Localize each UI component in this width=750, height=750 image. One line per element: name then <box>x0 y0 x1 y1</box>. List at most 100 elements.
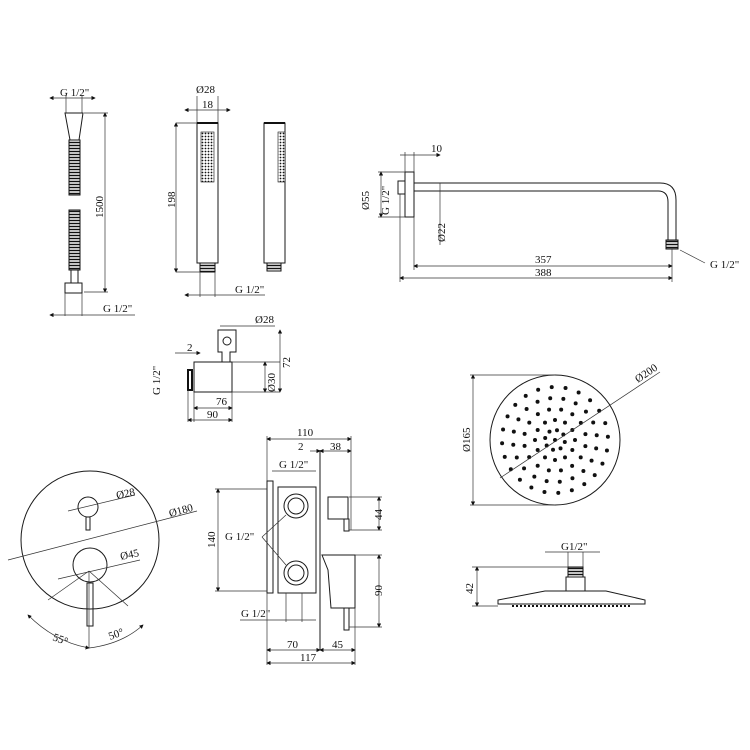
rain-inner-diameter: Ø165 <box>461 427 473 452</box>
nozzle-dot <box>535 412 540 417</box>
nozzle-dot <box>583 409 588 414</box>
nozzle-dot <box>582 482 587 487</box>
hand-shower-thread: G 1/2" <box>235 284 264 296</box>
nozzle-dot <box>562 439 567 444</box>
rain-thread: G1/2" <box>561 541 588 553</box>
nozzle-dot <box>500 441 505 446</box>
valve-handle-depth: 38 <box>330 441 342 453</box>
nozzle-dot <box>573 401 578 406</box>
nozzle-dot <box>501 427 506 432</box>
nozzle-dot <box>543 455 547 460</box>
nozzle-dot <box>533 438 537 442</box>
valve-side-threads: G 1/2" <box>225 531 254 543</box>
nozzle-dot <box>583 432 588 437</box>
nozzle-dot <box>548 396 553 401</box>
outlet-plate-gap: 2 <box>187 342 193 354</box>
nozzle-dot <box>559 407 564 412</box>
nozzle-dot <box>570 412 575 417</box>
nozzle-dot <box>502 454 507 459</box>
nozzle-dot <box>578 455 583 460</box>
nozzle-dot <box>523 393 528 398</box>
valve-overall-depth: 117 <box>300 652 317 664</box>
nozzle-dot <box>588 398 593 403</box>
arm-plate-diameter: Ø55 <box>360 191 372 210</box>
nozzle-dot <box>522 466 527 471</box>
arm-pipe-diameter: Ø22 <box>436 223 448 242</box>
nozzle-dot <box>544 479 549 484</box>
nozzle-dot <box>514 455 519 460</box>
valve-bottom-thread: G 1/2" <box>241 608 270 620</box>
nozzle-dot <box>527 420 532 425</box>
nozzle-dot <box>583 444 588 449</box>
valve-height: 140 <box>206 531 218 548</box>
outlet-thread: G 1/2" <box>151 366 163 395</box>
nozzle-dot <box>570 448 575 452</box>
valve-upper-handle: 44 <box>373 509 385 521</box>
hand-shower-drawing: Ø28 18 198 G 1/2" <box>166 84 286 298</box>
valve-lower-handle: 90 <box>373 585 385 597</box>
nozzle-dot <box>558 468 563 473</box>
rain-shower-drawing: Ø200 Ø165 G1/2" 42 <box>461 362 660 607</box>
nozzle-dot <box>547 429 552 434</box>
nozzle-dot <box>511 442 516 447</box>
nozzle-dot <box>563 420 567 425</box>
nozzle-dot <box>604 448 609 453</box>
outlet-holder-diameter: Ø28 <box>255 314 274 326</box>
hose-length: 1500 <box>94 196 106 219</box>
nozzle-dot <box>543 420 547 425</box>
nozzle-dot <box>576 390 581 395</box>
nozzle-dot <box>536 387 541 392</box>
outlet-height: 72 <box>281 357 293 368</box>
nozzle-dot <box>553 458 557 462</box>
nozzle-dot <box>517 477 522 482</box>
nozzle-dot <box>553 418 557 422</box>
rain-height: 42 <box>464 583 476 594</box>
nozzle-dot <box>563 386 568 391</box>
nozzle-dot <box>556 490 561 495</box>
valve-total-width: 110 <box>297 427 314 439</box>
outlet-body-length: 76 <box>216 396 228 408</box>
nozzle-dot <box>532 474 537 479</box>
nozzle-dot <box>535 399 540 404</box>
nozzle-dot <box>535 463 540 468</box>
nozzle-dot <box>570 476 575 481</box>
nozzle-dot <box>570 463 575 468</box>
nozzle-dot <box>549 385 554 390</box>
nozzle-dot <box>505 414 510 419</box>
nozzle-dot <box>581 468 586 473</box>
valve-lower-handle-depth: 45 <box>332 639 344 651</box>
cover-angle-right: 50° <box>107 626 126 643</box>
nozzle-dot <box>529 485 534 490</box>
nozzle-dot <box>546 468 551 473</box>
cover-small-knob: Ø28 <box>115 486 137 502</box>
hose-top-thread: G 1/2" <box>60 87 89 99</box>
nozzle-dot <box>569 488 574 493</box>
valve-body-depth: 70 <box>287 639 299 651</box>
cover-angle-left: 55° <box>51 632 70 649</box>
hand-shower-length: 198 <box>166 191 178 208</box>
outlet-body-diameter: Ø30 <box>266 373 278 392</box>
nozzle-dot <box>589 458 594 463</box>
nozzle-dot <box>547 407 552 412</box>
nozzle-dot <box>522 431 527 436</box>
arm-plate-depth: 10 <box>431 143 443 155</box>
nozzle-dot <box>511 429 516 434</box>
nozzle-dot <box>516 417 521 422</box>
nozzle-dot <box>551 447 556 452</box>
rain-outer-diameter: Ø200 <box>633 362 660 386</box>
hose-bottom-thread: G 1/2" <box>103 303 132 315</box>
nozzle-dot <box>543 436 548 441</box>
nozzle-dots <box>500 385 610 495</box>
nozzle-dot <box>535 428 540 432</box>
valve-top-thread: G 1/2" <box>279 459 308 471</box>
hand-shower-diameter: Ø28 <box>196 84 215 96</box>
shower-arm-drawing: 10 Ø55 G 1/2" Ø22 357 388 G 1/2" <box>360 143 739 282</box>
valve-gap: 2 <box>298 441 304 453</box>
nozzle-dot <box>522 443 527 448</box>
hose-drawing: G 1/2" 1500 G 1/2" <box>49 87 135 318</box>
nozzle-dot <box>535 448 540 452</box>
outlet-total-length: 90 <box>207 409 219 421</box>
nozzle-dot <box>594 446 599 451</box>
nozzle-dot <box>561 396 566 401</box>
